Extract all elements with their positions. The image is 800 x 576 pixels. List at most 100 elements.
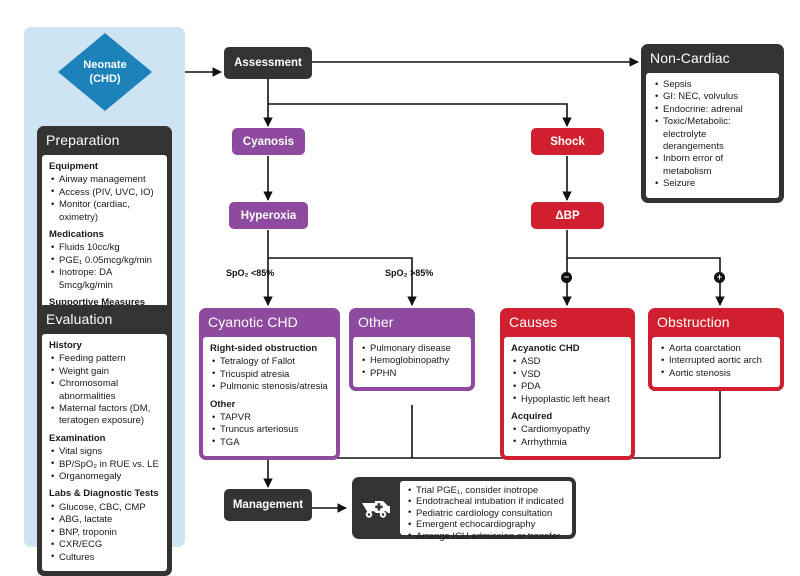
node-assessment[interactable]: Assessment	[224, 47, 312, 79]
management-actions-card[interactable]: Trial PGE₁, consider inotrope Endotrache…	[352, 477, 576, 542]
list-item: Truncus arteriosus	[210, 424, 329, 437]
list-item: Endocrine: adrenal	[653, 103, 772, 116]
list-item: Aorta coarctation	[659, 342, 773, 355]
ambulance-icon	[352, 497, 400, 519]
evaluation-section-heading: Examination	[49, 432, 106, 444]
preparation-list: Airway management Access (PIV, UVC, IO) …	[49, 174, 160, 224]
edge-label-spo2-low-text: SpO₂ <85%	[226, 268, 275, 278]
non-cardiac-card[interactable]: Non-Cardiac Sepsis GI: NEC, volvulus End…	[641, 44, 784, 203]
list-item: Tetralogy of Fallot	[210, 356, 329, 369]
node-shock-label: Shock	[550, 135, 585, 148]
evaluation-list: Vital signs BP/SpO₂ in RUE vs. LE Organo…	[49, 446, 160, 484]
node-delta-bp-label: ΔBP	[555, 209, 580, 222]
list-item: ASD	[511, 356, 624, 369]
preparation-section-heading: Medications	[49, 229, 104, 241]
evaluation-list: Feeding pattern Weight gain Chromosomal …	[49, 353, 160, 427]
preparation-body: Equipment Airway management Access (PIV,…	[42, 155, 167, 330]
management-actions-body: Trial PGE₁, consider inotrope Endotrache…	[400, 481, 572, 542]
list-item: Weight gain	[49, 365, 160, 378]
list-item: Chromosomal	[49, 378, 160, 391]
node-shock[interactable]: Shock	[531, 128, 604, 155]
list-item: Vital signs	[49, 446, 160, 459]
evaluation-section-heading: History	[49, 340, 82, 351]
list-item: Emergent echocardiography	[406, 519, 566, 531]
non-cardiac-body: Sepsis GI: NEC, volvulus Endocrine: adre…	[646, 73, 779, 198]
cyanotic-chd-body: Right-sided obstruction Tetralogy of Fal…	[203, 337, 336, 457]
cyanotic-chd-title: Cyanotic CHD	[208, 314, 298, 330]
node-hyperoxia-label: Hyperoxia	[240, 209, 297, 222]
list-item: Fluids 10cc/kg	[49, 242, 160, 255]
list-item: Tricuspid atresia	[210, 368, 329, 381]
evaluation-list: Glucose, CBC, CMP ABG, lactate BNP, trop…	[49, 501, 160, 564]
list-item: VSD	[511, 368, 624, 381]
causes-card[interactable]: Causes Acyanotic CHD ASD VSD PDA Hypopla…	[500, 308, 635, 461]
list-item: Organomegaly	[49, 471, 160, 484]
obstruction-list: Aorta coarctation Interrupted aortic arc…	[659, 342, 773, 380]
list-item: CXR/ECG	[49, 539, 160, 552]
list-item: Arrhythmia	[511, 436, 624, 449]
list-item: Cardiomyopathy	[511, 424, 624, 437]
start-node-line1: Neonate	[83, 59, 127, 71]
list-item: ABG, lactate	[49, 514, 160, 527]
non-cardiac-list: Sepsis GI: NEC, volvulus Endocrine: adre…	[653, 78, 772, 191]
list-item: Pulmonary disease	[360, 342, 464, 355]
other-title: Other	[358, 314, 394, 330]
node-cyanosis[interactable]: Cyanosis	[232, 128, 305, 155]
start-node-diamond: Neonate (CHD)	[58, 33, 152, 111]
obstruction-body: Aorta coarctation Interrupted aortic arc…	[652, 337, 780, 388]
cyanotic-chd-section-heading: Other	[210, 398, 236, 410]
list-item: PPHN	[360, 367, 464, 380]
list-item: Arrange ICU admission or transfer	[406, 530, 566, 542]
list-item: Toxic/Metabolic: electrolyte	[653, 116, 772, 141]
list-item: PDA	[511, 381, 624, 394]
edge-label-spo2-high-text: SpO₂ >85%	[385, 268, 434, 278]
list-item: Trial PGE₁, consider inotrope	[406, 484, 566, 496]
list-item: BP/SpO₂ in RUE vs. LE	[49, 458, 160, 471]
edge-label-spo2-high: SpO₂ >85%	[385, 268, 433, 278]
plus-circle-icon: +	[714, 272, 725, 283]
other-card[interactable]: Other Pulmonary disease Hemoglobinopathy…	[349, 308, 475, 392]
cyanotic-chd-card[interactable]: Cyanotic CHD Right-sided obstruction Tet…	[199, 308, 340, 461]
node-management-label: Management	[232, 499, 304, 511]
minus-circle-icon: −	[561, 272, 572, 283]
preparation-section-heading: Supportive Measures	[49, 297, 146, 309]
edge-label-spo2-low: SpO₂ <85%	[226, 268, 274, 278]
management-actions-list: Trial PGE₁, consider inotrope Endotrache…	[406, 484, 566, 542]
causes-title: Causes	[509, 314, 558, 330]
cyanotic-chd-list: TAPVR Truncus arteriosus TGA	[210, 412, 329, 450]
preparation-list: Fluids 10cc/kg PGE₁ 0.05mcg/kg/min Inotr…	[49, 242, 160, 292]
start-node[interactable]: Neonate (CHD)	[58, 33, 152, 111]
causes-list: Cardiomyopathy Arrhythmia	[511, 424, 624, 449]
list-item: Maternal factors (DM,	[49, 403, 160, 416]
causes-section-heading: Acquired	[511, 411, 553, 423]
other-body: Pulmonary disease Hemoglobinopathy PPHN	[353, 337, 471, 388]
minus-sign: −	[563, 272, 570, 282]
obstruction-card[interactable]: Obstruction Aorta coarctation Interrupte…	[648, 308, 784, 392]
evaluation-title: Evaluation	[46, 311, 113, 327]
plus-sign: +	[716, 272, 723, 282]
list-item-continuation: teratogen exposure)	[59, 415, 145, 427]
list-item: Endotracheal intubation if indicated	[406, 496, 566, 508]
causes-body: Acyanotic CHD ASD VSD PDA Hypoplastic le…	[504, 337, 631, 457]
start-node-line2: (CHD)	[89, 73, 121, 85]
list-item: Inborn error of metabolism	[653, 153, 772, 178]
node-management[interactable]: Management	[224, 489, 312, 521]
list-item: Feeding pattern	[49, 353, 160, 366]
list-item: Monitor (cardiac, oximetry)	[49, 199, 160, 224]
list-item: Hemoglobinopathy	[360, 355, 464, 368]
preparation-card[interactable]: Preparation Equipment Airway management …	[37, 126, 172, 335]
preparation-section-heading: Equipment	[49, 161, 99, 172]
diagram-canvas: Neonate (CHD) Preparation Equipment Airw…	[0, 0, 800, 560]
node-delta-bp[interactable]: ΔBP	[531, 202, 604, 229]
evaluation-card[interactable]: Evaluation History Feeding pattern Weigh…	[37, 305, 172, 576]
node-hyperoxia[interactable]: Hyperoxia	[229, 202, 308, 229]
list-item: PGE₁ 0.05mcg/kg/min	[49, 254, 160, 267]
list-item: Interrupted aortic arch	[659, 355, 773, 368]
causes-section-heading: Acyanotic CHD	[511, 343, 580, 354]
list-item: Access (PIV, UVC, IO)	[49, 186, 160, 199]
evaluation-section-heading: Labs & Diagnostic Tests	[49, 488, 159, 500]
obstruction-title: Obstruction	[657, 314, 730, 330]
list-item: Seizure	[653, 178, 772, 191]
evaluation-body: History Feeding pattern Weight gain Chro…	[42, 334, 167, 571]
list-item: Pediatric cardiology consultation	[406, 507, 566, 519]
